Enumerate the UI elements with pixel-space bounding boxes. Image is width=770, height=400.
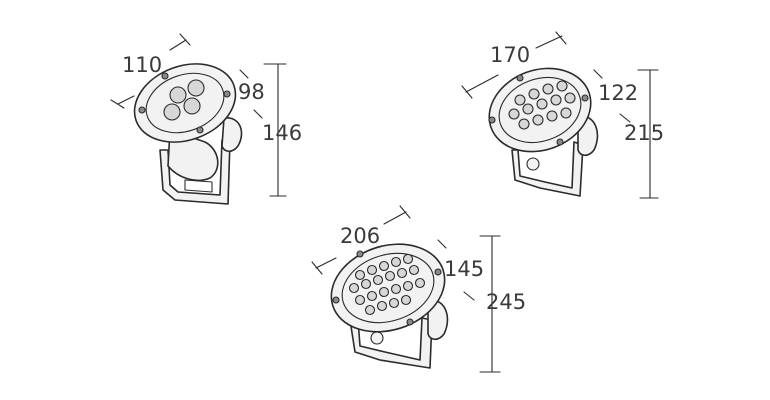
screw-small-2 bbox=[223, 90, 231, 98]
pivot-knob-small bbox=[221, 117, 243, 153]
dim-tick-large-b bbox=[399, 205, 411, 219]
dim-diameter-small: 110 bbox=[122, 53, 162, 77]
lens-medium-6 bbox=[522, 103, 534, 115]
screw-large-1 bbox=[332, 296, 340, 304]
dim-diameter-large: 206 bbox=[340, 224, 380, 248]
lens-medium-8 bbox=[550, 94, 562, 106]
ring-inner-large bbox=[341, 252, 435, 324]
dim-tick-depth-medium-b bbox=[619, 113, 631, 123]
dim-tick-small-b bbox=[179, 33, 191, 46]
screw-large-3 bbox=[406, 318, 414, 326]
dim-tick-large-a bbox=[311, 261, 323, 275]
ring-inner-small bbox=[145, 72, 225, 134]
lens-medium-11 bbox=[532, 114, 544, 126]
dim-line-diameter-large-b bbox=[383, 211, 407, 225]
lens-medium-7 bbox=[536, 98, 548, 110]
dim-depth-medium: 122 bbox=[598, 81, 638, 105]
ring-inner-medium bbox=[498, 76, 582, 144]
dim-line-diameter-small-b bbox=[169, 39, 187, 51]
dim-tick-depth-small-a bbox=[239, 69, 249, 79]
lens-large-18 bbox=[364, 304, 376, 316]
bracket-medium bbox=[511, 141, 584, 197]
dim-tick-depth-small-b bbox=[253, 109, 263, 119]
lens-large-21 bbox=[400, 294, 412, 306]
light-medium: 170 122 215 bbox=[461, 31, 664, 199]
dim-line-diameter-large-a bbox=[315, 257, 337, 269]
lens-small-2 bbox=[187, 79, 205, 97]
dim-height-small: 146 bbox=[262, 121, 302, 145]
lens-large-4 bbox=[390, 256, 402, 268]
screw-small-4 bbox=[161, 72, 169, 80]
screw-medium-2 bbox=[581, 94, 589, 102]
lens-large-20 bbox=[388, 297, 400, 309]
light-large: 206 145 245 bbox=[311, 205, 526, 373]
lens-large-17 bbox=[414, 277, 426, 289]
bracket-slot-small bbox=[184, 179, 213, 193]
lens-medium-4 bbox=[556, 80, 568, 92]
lens-large-1 bbox=[354, 269, 366, 281]
dim-tick-depth-large-b bbox=[463, 291, 475, 301]
lens-large-14 bbox=[378, 286, 390, 298]
lens-large-2 bbox=[366, 264, 378, 276]
screw-large-4 bbox=[356, 250, 364, 258]
lens-large-3 bbox=[378, 260, 390, 272]
lens-large-15 bbox=[390, 283, 402, 295]
lens-medium-12 bbox=[546, 110, 558, 122]
dim-depth-small: 98 bbox=[238, 80, 265, 104]
screw-medium-1 bbox=[488, 116, 496, 124]
lens-large-12 bbox=[354, 294, 366, 306]
lens-small-3 bbox=[163, 103, 181, 121]
bracket-knob-large bbox=[370, 331, 384, 345]
pivot-knob-large bbox=[427, 299, 449, 341]
dim-line-diameter-small-a bbox=[117, 95, 135, 105]
dim-line-diameter-medium-b bbox=[535, 35, 563, 49]
lens-medium-9 bbox=[564, 92, 576, 104]
dim-line-diameter-medium-a bbox=[465, 74, 499, 93]
light-small: 110 98 146 bbox=[110, 33, 302, 205]
lens-large-7 bbox=[360, 278, 372, 290]
dim-height-medium: 215 bbox=[624, 121, 664, 145]
lens-large-8 bbox=[372, 274, 384, 286]
dim-tick-depth-medium-a bbox=[593, 69, 603, 79]
dim-tick-medium-b bbox=[555, 31, 567, 45]
screw-small-3 bbox=[196, 126, 204, 134]
lens-medium-3 bbox=[542, 83, 554, 95]
lens-medium-1 bbox=[514, 94, 526, 106]
lens-large-11 bbox=[408, 264, 420, 276]
dim-diameter-medium: 170 bbox=[490, 43, 530, 67]
lens-medium-5 bbox=[508, 108, 520, 120]
dim-depth-large: 145 bbox=[444, 257, 484, 281]
dim-height-large: 245 bbox=[486, 290, 526, 314]
lens-large-19 bbox=[376, 300, 388, 312]
dim-tick-medium-a bbox=[461, 85, 473, 99]
lens-small-1 bbox=[169, 86, 187, 104]
screw-large-2 bbox=[434, 268, 442, 276]
lens-medium-2 bbox=[528, 88, 540, 100]
dim-tick-depth-large-a bbox=[437, 239, 447, 249]
lens-small-4 bbox=[183, 97, 201, 115]
lens-medium-13 bbox=[560, 107, 572, 119]
lens-large-16 bbox=[402, 280, 414, 292]
screw-medium-3 bbox=[556, 138, 564, 146]
lens-large-9 bbox=[384, 270, 396, 282]
lens-medium-10 bbox=[518, 118, 530, 130]
bracket-knob-medium bbox=[526, 157, 540, 171]
dim-tick-small-a bbox=[110, 99, 125, 109]
lens-large-5 bbox=[402, 253, 414, 265]
lens-large-10 bbox=[396, 267, 408, 279]
lens-large-13 bbox=[366, 290, 378, 302]
screw-medium-4 bbox=[516, 74, 524, 82]
lens-large-6 bbox=[348, 282, 360, 294]
screw-small-1 bbox=[138, 106, 146, 114]
